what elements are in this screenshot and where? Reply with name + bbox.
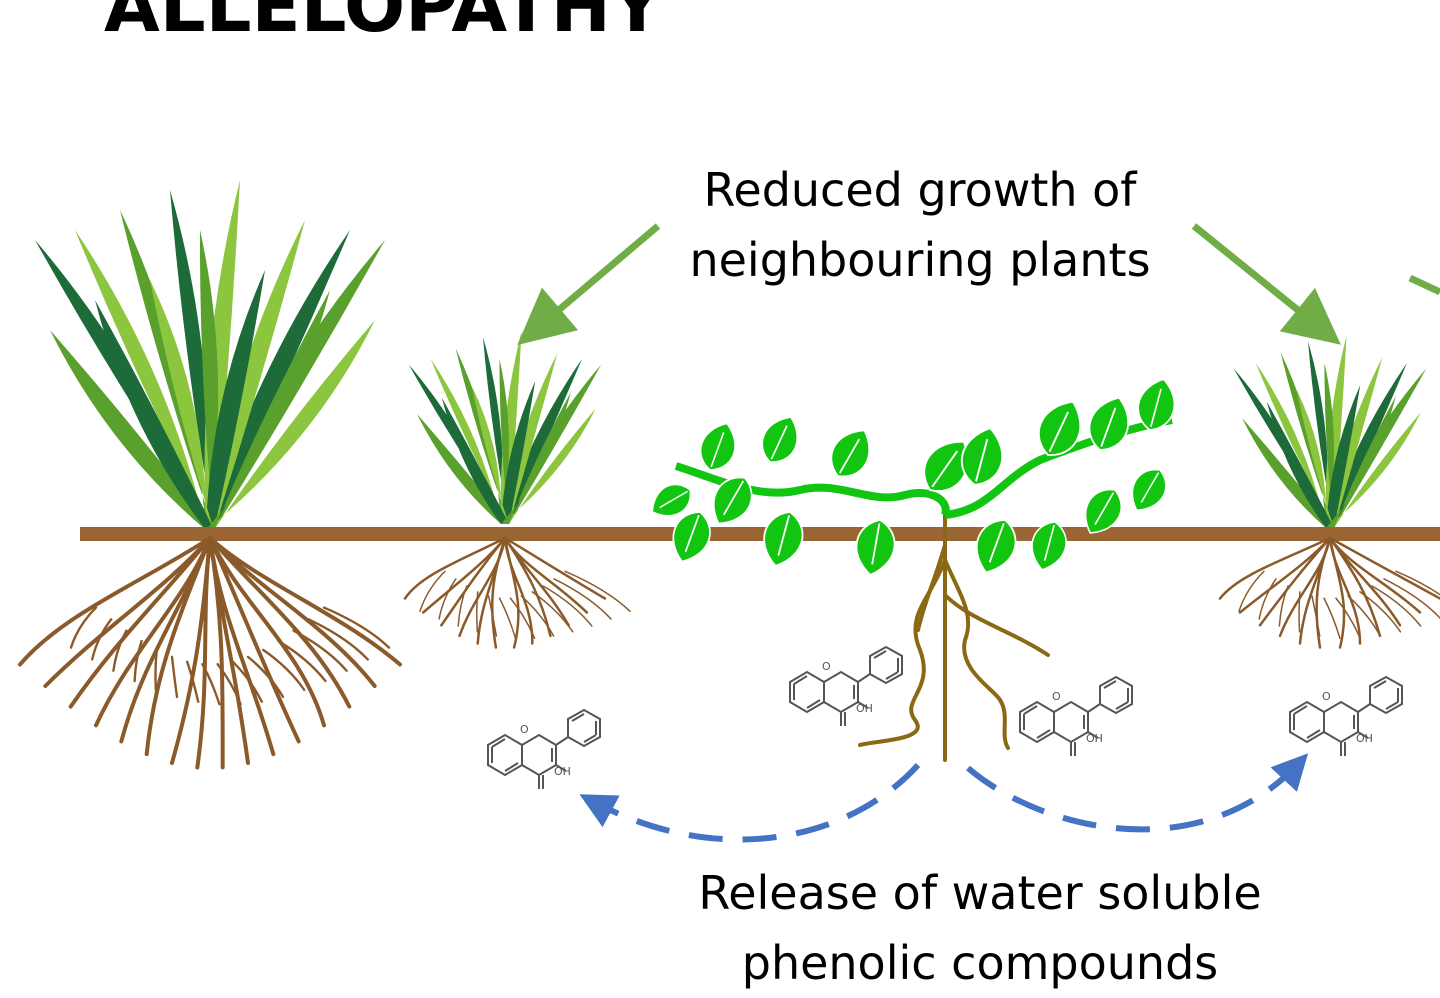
root-system <box>403 536 631 649</box>
roots-layer <box>18 536 1440 770</box>
flavonol-molecule-icon <box>789 646 903 727</box>
root-system <box>1218 536 1440 649</box>
grass-plant-icon <box>1233 335 1427 528</box>
green-arrow-icon <box>517 223 661 346</box>
vine-plant-icon <box>651 378 1176 577</box>
mol-ring-o: O <box>520 723 529 736</box>
release-label: Release of water soluble phenolic compou… <box>660 858 1300 998</box>
mol-ring-o: O <box>1322 690 1331 703</box>
allelopathy-diagram: O OH O OH O OH O OH <box>18 180 1440 843</box>
page-title: ALLELOPATHY <box>104 0 663 48</box>
green-arrow-icon <box>1408 274 1440 296</box>
release-line-2: phenolic compounds <box>741 936 1219 990</box>
root-system <box>18 536 402 770</box>
green-arrow-icon <box>1191 223 1341 345</box>
release-line-1: Release of water soluble <box>698 866 1262 920</box>
soil-surface <box>80 527 1440 541</box>
flavonol-molecule-icon <box>1019 676 1133 757</box>
grass-plant-icon <box>408 331 602 524</box>
reduced-growth-line-2: neighbouring plants <box>689 233 1151 287</box>
mol-ring-o: O <box>822 660 831 673</box>
blue-dashed-arrow-icon <box>966 753 1309 833</box>
grass-plant-icon <box>35 180 385 530</box>
mol-oh: OH <box>856 702 873 715</box>
reduced-growth-label: Reduced growth of neighbouring plants <box>660 155 1180 295</box>
blue-dashed-arrow-icon <box>579 762 921 843</box>
flavonol-molecule-icon <box>1289 676 1403 757</box>
mol-oh: OH <box>554 765 571 778</box>
vine-root <box>858 513 1050 762</box>
flavonol-molecule-icon <box>487 709 601 790</box>
mol-ring-o: O <box>1052 690 1061 703</box>
reduced-growth-line-1: Reduced growth of <box>703 163 1137 217</box>
mol-oh: OH <box>1356 732 1373 745</box>
mol-oh: OH <box>1086 732 1103 745</box>
plants-layer <box>35 180 1427 530</box>
